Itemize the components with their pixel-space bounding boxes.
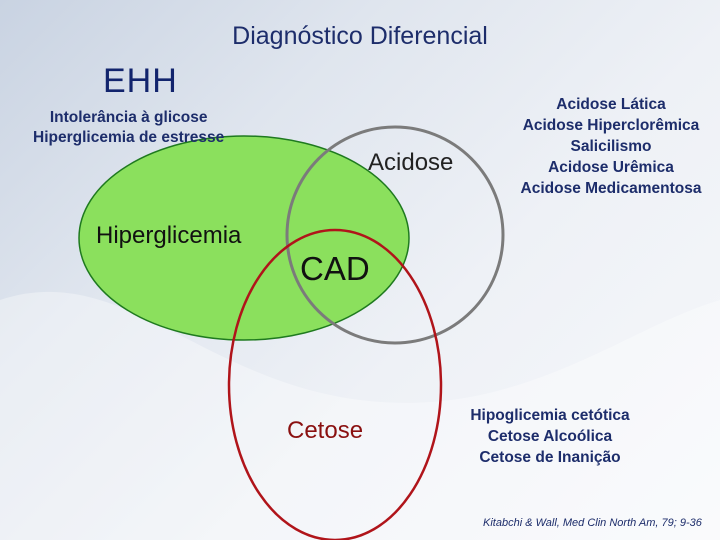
- reference-citation: Kitabchi & Wall, Med Clin North Am, 79; …: [483, 517, 702, 529]
- acidose-item: Acidose Urêmica: [548, 159, 674, 176]
- acidose-item: Acidose Medicamentosa: [520, 180, 702, 197]
- acidose-item: Salicilismo: [570, 138, 652, 155]
- acidose-item: Acidose Hiperclorêmica: [522, 117, 700, 134]
- acidose-label: Acidose: [368, 149, 454, 176]
- cetose-item: Cetose Alcoólica: [487, 428, 613, 445]
- cetose-item: Cetose de Inanição: [479, 449, 621, 466]
- ehh-label: EHH: [103, 62, 178, 100]
- cetose-circle: [227, 228, 443, 540]
- hiperglicemia-label: Hiperglicemia: [96, 222, 242, 249]
- ehh-list: Intolerância à glicose Hiperglicemia de …: [33, 108, 224, 148]
- acidose-list: Acidose Lática Acidose Hiperclorêmica Sa…: [505, 94, 717, 199]
- cetose-list: Hipoglicemia cetótica Cetose Alcoólica C…: [450, 405, 650, 468]
- cetose-label: Cetose: [287, 417, 364, 444]
- cad-label: CAD: [300, 250, 370, 287]
- acidose-circle: [285, 125, 505, 345]
- ehh-item: Intolerância à glicose: [49, 109, 208, 126]
- ehh-item: Hiperglicemia de estresse: [33, 129, 225, 146]
- page-title: Diagnóstico Diferencial: [232, 22, 488, 50]
- hiperglicemia-circle: [78, 135, 410, 341]
- cetose-item: Hipoglicemia cetótica: [470, 407, 630, 424]
- acidose-item: Acidose Lática: [556, 96, 666, 113]
